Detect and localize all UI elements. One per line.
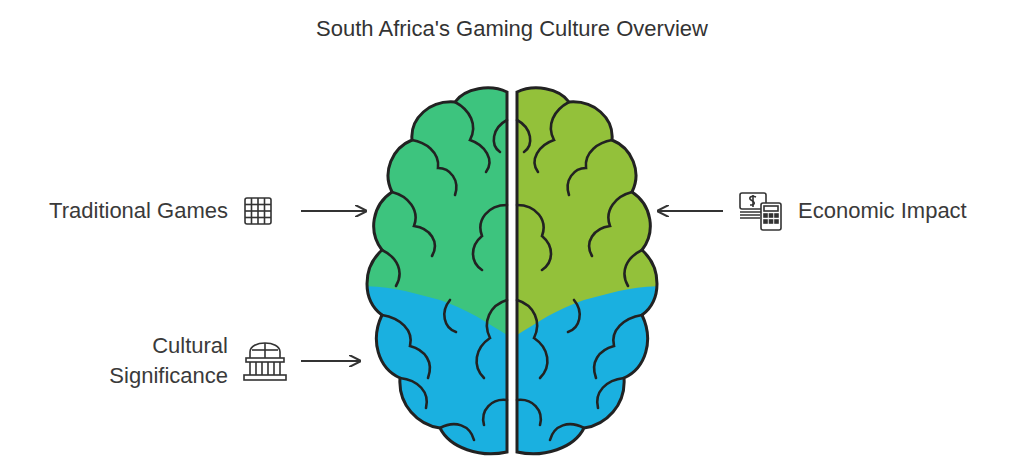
money-calculator-icon xyxy=(740,193,781,230)
building-icon xyxy=(244,343,286,380)
pointer-arrow xyxy=(301,360,360,362)
label-text: Economic Impact xyxy=(798,196,1018,226)
pointer-arrow xyxy=(658,210,723,212)
label-text: Traditional Games xyxy=(8,196,228,226)
left-hemisphere xyxy=(340,80,515,470)
diagram-title: South Africa's Gaming Culture Overview xyxy=(0,14,1024,44)
right-hemisphere xyxy=(509,80,684,470)
label-text: Cultural Significance xyxy=(88,331,228,391)
pointer-arrow xyxy=(301,210,366,212)
grid-icon xyxy=(245,198,271,224)
